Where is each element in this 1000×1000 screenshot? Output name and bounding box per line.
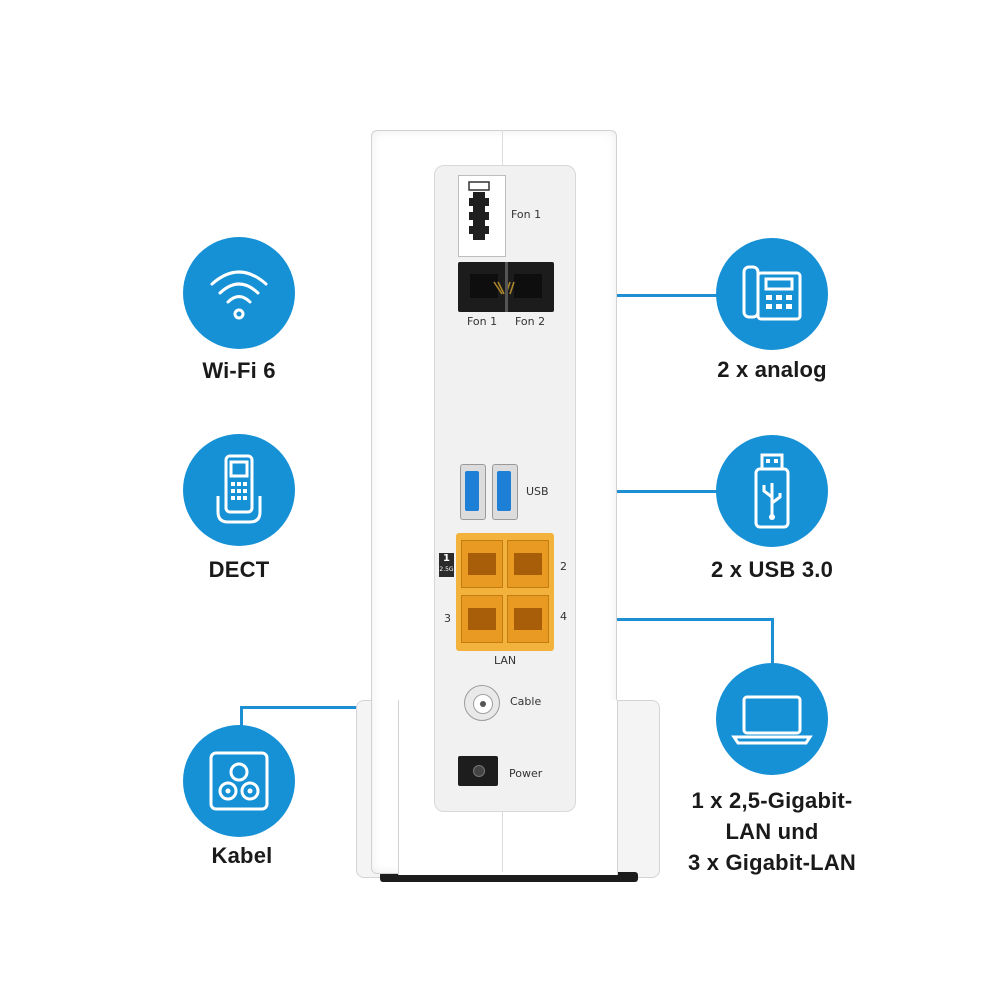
usb-port-1	[460, 464, 486, 520]
analog-circle	[716, 238, 828, 350]
rj11-label-2: Fon 2	[515, 315, 546, 328]
lan-number-4: 4	[560, 610, 567, 623]
analog-label: 2 x analog	[717, 357, 827, 382]
lan-port-2	[507, 540, 549, 588]
laptop-icon	[731, 695, 813, 745]
coax-inner	[473, 694, 493, 714]
lan-number-2: 2	[560, 560, 567, 573]
base-shadow	[380, 872, 638, 882]
dect-circle	[183, 434, 295, 546]
power-port	[458, 756, 498, 786]
rj11-ports-icon	[470, 274, 542, 298]
usb-circle	[716, 435, 828, 547]
connector-cable-vertical	[240, 706, 243, 728]
power-label: Power	[509, 767, 543, 780]
lan-port-2-slot	[514, 553, 542, 575]
lan-port-3-slot	[468, 608, 496, 630]
connector-lan-vertical	[771, 618, 774, 664]
wifi-circle	[183, 237, 295, 349]
lan-feature-label-line-3: 3 x Gigabit-LAN	[687, 850, 856, 875]
usb-port-2	[492, 464, 518, 520]
wifi-icon	[210, 270, 268, 320]
lan-1-badge-number: 1	[443, 553, 450, 564]
connector-analog	[615, 294, 735, 297]
lan-number-3: 3	[444, 612, 451, 625]
kabel-circle	[183, 725, 295, 837]
lan-port-block	[456, 533, 554, 651]
usb-stick-icon	[754, 453, 790, 529]
power-pin	[473, 765, 485, 777]
kabel-label: Kabel	[211, 843, 273, 868]
lan-feature-label-line-2: LAN und	[725, 819, 819, 844]
usb-feature-label: 2 x USB 3.0	[710, 557, 834, 582]
lan-circle	[716, 663, 828, 775]
rj11-divider	[505, 262, 508, 312]
lan-port-4	[507, 595, 549, 643]
lan-port-3	[461, 595, 503, 643]
usb-port-2-tongue	[497, 471, 511, 511]
lan-label: LAN	[494, 654, 517, 667]
desk-phone-icon	[742, 265, 802, 321]
dect-phone-icon	[216, 454, 262, 524]
connector-cable-horizontal	[240, 706, 358, 709]
rj11-label-1: Fon 1	[467, 315, 498, 328]
dect-label: DECT	[208, 557, 270, 582]
usb-label: USB	[526, 485, 549, 498]
tae-socket	[458, 175, 506, 257]
cable-socket-icon	[209, 751, 269, 811]
wifi-label: Wi-Fi 6	[202, 358, 276, 383]
coax-connector	[464, 685, 500, 721]
cable-label: Cable	[510, 695, 542, 708]
tae-socket-icon	[468, 181, 490, 240]
lan-port-1	[461, 540, 503, 588]
connector-lan-horizontal	[615, 618, 773, 621]
usb-port-1-tongue	[465, 471, 479, 511]
coax-pin	[480, 701, 486, 707]
tae-label: Fon 1	[511, 208, 542, 221]
lan-feature-label: 1 x 2,5-Gigabit- LAN und 3 x Gigabit-LAN	[662, 785, 882, 878]
connector-usb	[615, 490, 725, 493]
lan-1-badge: 1 2.5G	[439, 553, 454, 577]
lan-feature-label-line-1: 1 x 2,5-Gigabit-	[691, 788, 853, 813]
lan-port-1-slot	[468, 553, 496, 575]
lan-1-badge-speed: 2.5G	[439, 566, 454, 573]
lan-port-4-slot	[514, 608, 542, 630]
